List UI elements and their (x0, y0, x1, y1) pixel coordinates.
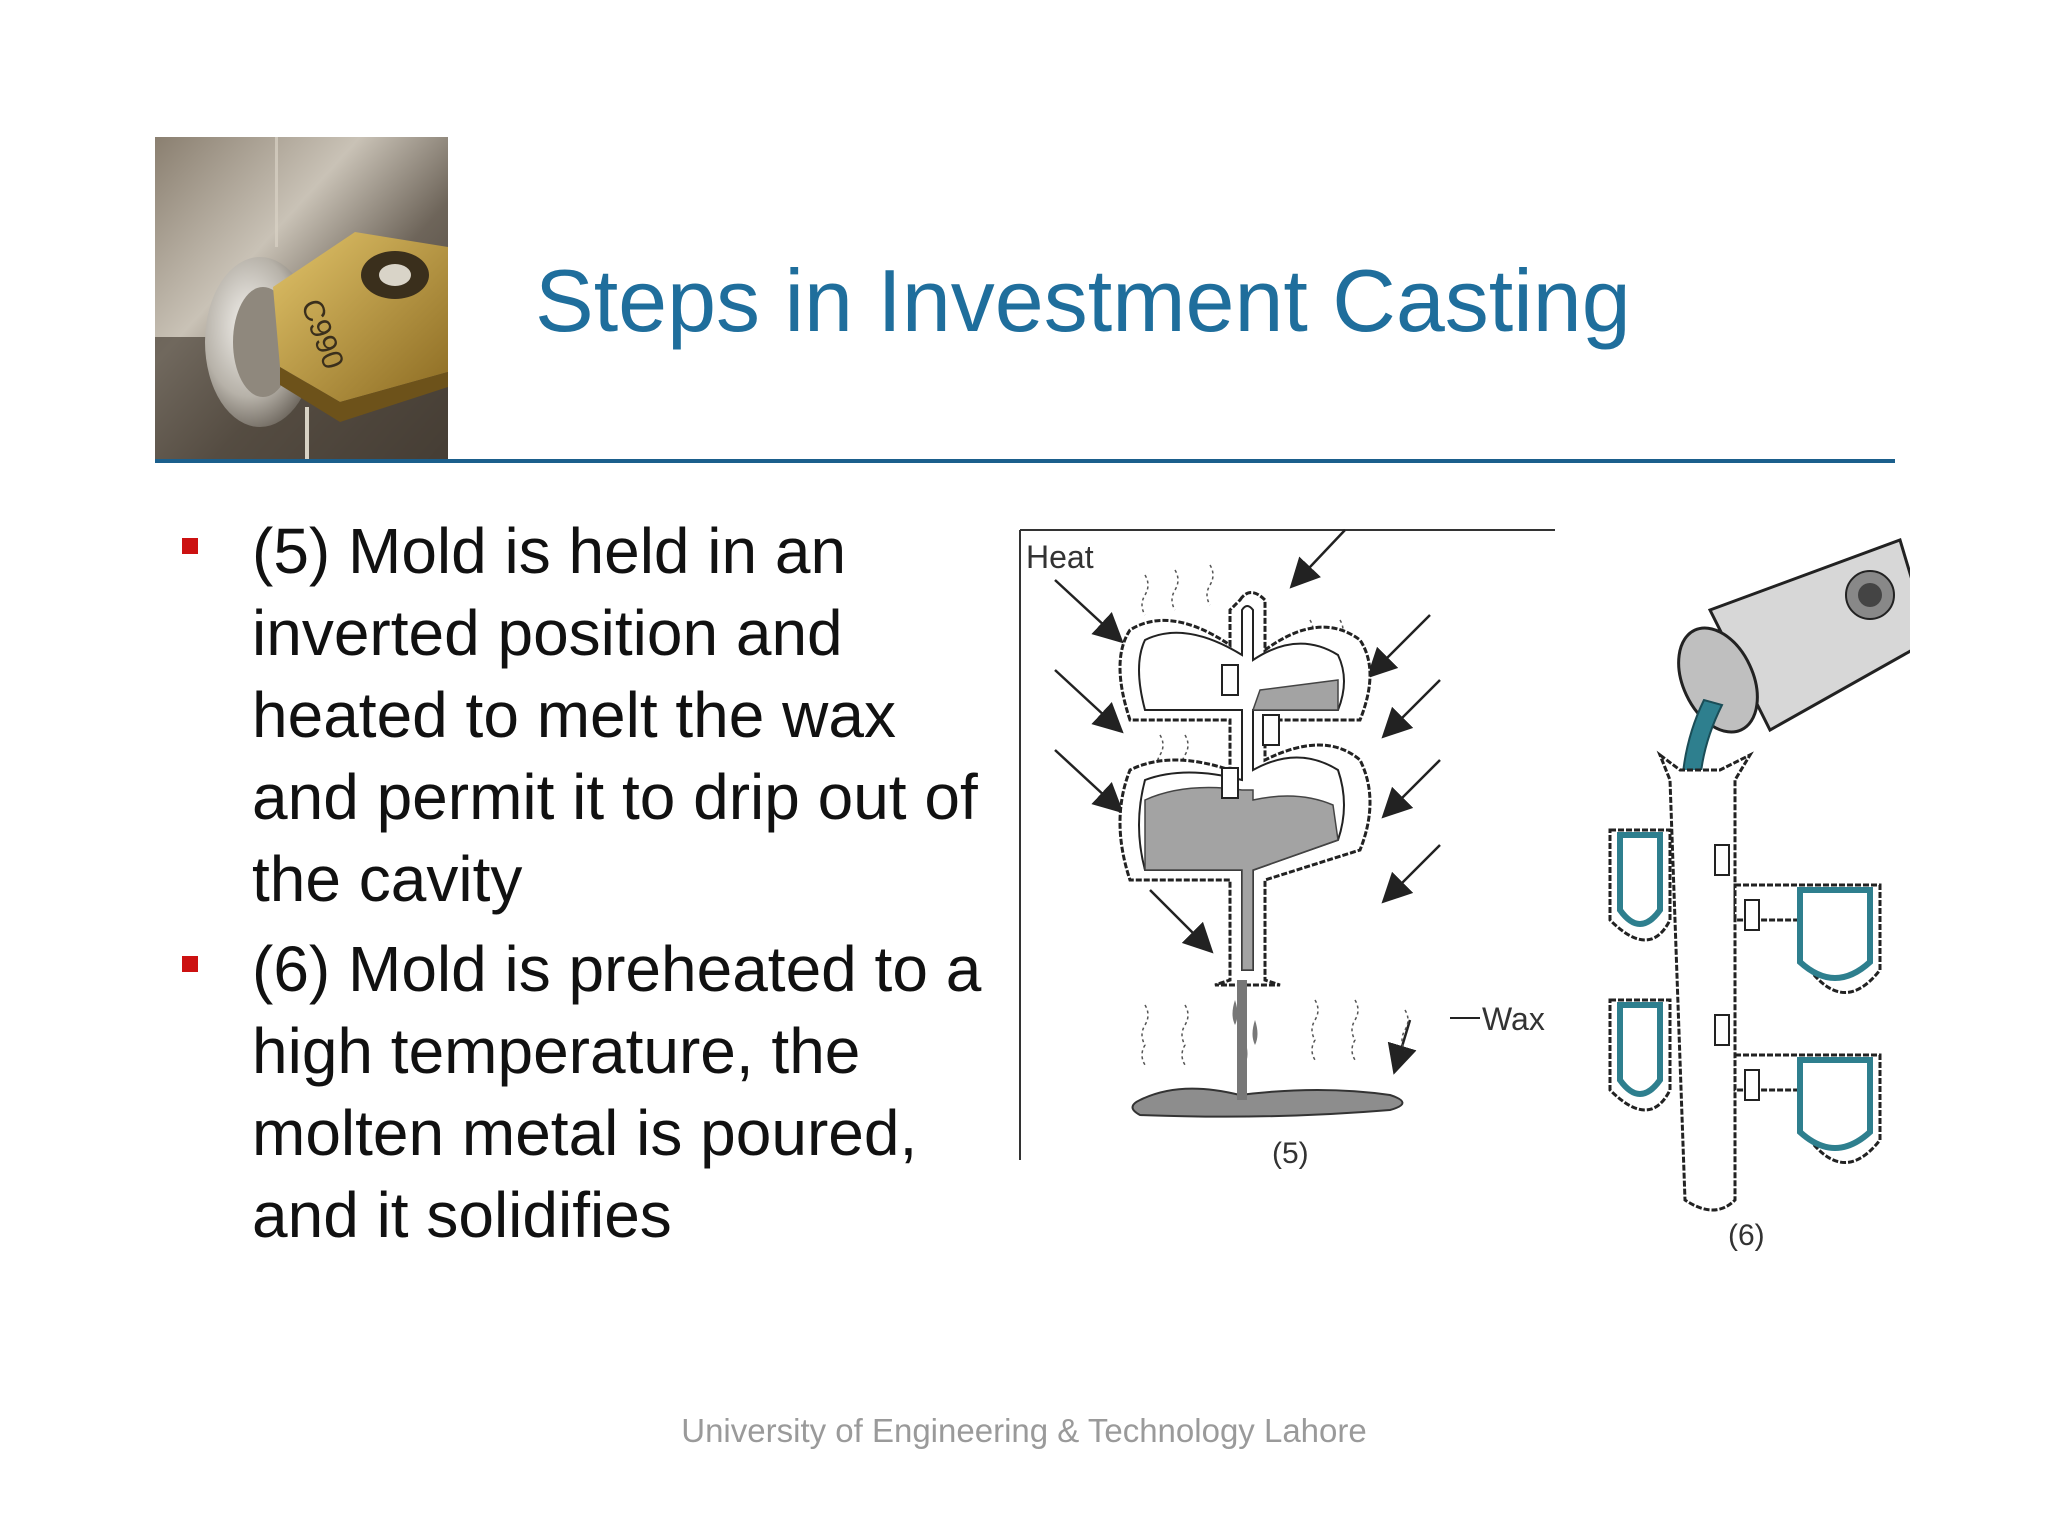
bullet-item-step-6: (6) Mold is preheated to a high temperat… (180, 928, 1000, 1256)
cutting-tool-photo: C990 (155, 137, 448, 461)
heat-label: Heat (1026, 539, 1094, 575)
caption-step-6: (6) (1728, 1219, 1765, 1252)
footer-institution: University of Engineering & Technology L… (681, 1412, 1367, 1449)
slide-title: Steps in Investment Casting (535, 251, 1631, 350)
red-square-bullet-icon (182, 538, 198, 554)
inverted-mold-tree (1118, 591, 1404, 1118)
bullet-text: (6) Mold is preheated to a high temperat… (252, 933, 982, 1251)
caption-step-5: (5) (1272, 1137, 1309, 1170)
mold-tree-with-cups (1608, 750, 1882, 1212)
panel-step-5: Heat (1019, 529, 1555, 1170)
bullet-list: (5) Mold is held in an inverted position… (180, 510, 1000, 1264)
investment-casting-figure: Heat (1010, 500, 1932, 1260)
wax-label: Wax (1482, 1001, 1545, 1037)
bullet-text: (5) Mold is held in an inverted position… (252, 515, 978, 915)
panel-step-6: (6) (1608, 538, 1932, 1252)
corner-photo: C990 (155, 137, 448, 461)
title-divider (155, 459, 1895, 463)
red-square-bullet-icon (182, 956, 198, 972)
heat-wave-lines (1141, 564, 1409, 1066)
heat-arrows (1054, 529, 1441, 1075)
ladle (1677, 538, 1932, 734)
bullet-item-step-5: (5) Mold is held in an inverted position… (180, 510, 1000, 920)
casting-diagram: Heat (1019, 529, 1932, 1252)
